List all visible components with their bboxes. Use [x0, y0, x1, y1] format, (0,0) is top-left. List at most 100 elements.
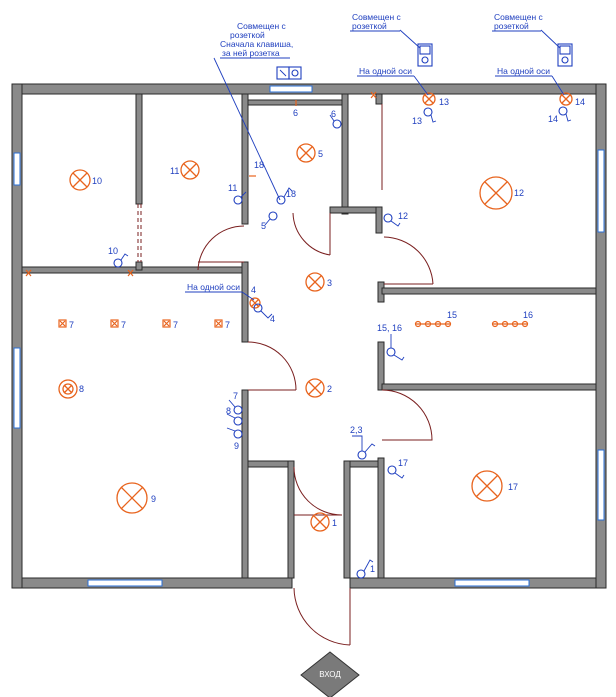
- lamp-13: 13: [422, 92, 449, 107]
- switch-13: 13: [412, 107, 437, 126]
- switch-17: 17: [387, 458, 408, 479]
- lamps: 10 11 5 12 3 2 8 9 17 1 4 13 14 6 18 7 7…: [25, 91, 585, 532]
- note-one-axis-left: На одной оси: [185, 282, 255, 301]
- svg-text:13: 13: [439, 97, 449, 107]
- svg-text:11: 11: [228, 183, 237, 193]
- doors: [137, 104, 434, 646]
- svg-text:2: 2: [327, 384, 332, 394]
- svg-text:Совмещен с: Совмещен с: [494, 12, 544, 22]
- svg-text:за ней розетка: за ней розетка: [222, 48, 280, 58]
- switch-5: 5: [261, 211, 278, 231]
- svg-text:Совмещен с: Совмещен с: [237, 21, 287, 31]
- svg-text:17: 17: [508, 482, 518, 492]
- svg-text:3: 3: [327, 278, 332, 288]
- svg-text:8: 8: [79, 384, 84, 394]
- svg-text:9: 9: [234, 441, 239, 451]
- svg-text:7: 7: [225, 320, 230, 330]
- switch-4: 4: [253, 303, 275, 324]
- svg-text:6: 6: [293, 108, 298, 118]
- switches: 11 18 5 6 10 12 13 14 4 15, 16 7 8 9 2,3…: [108, 106, 572, 579]
- svg-text:розеткой: розеткой: [352, 21, 387, 31]
- lamp-12: 12: [479, 176, 524, 210]
- lamp-3: 3: [305, 272, 332, 292]
- note-combined-left: Совмещен с розеткой Сначала клавиша, за …: [220, 21, 293, 59]
- svg-text:розеткой: розеткой: [230, 30, 265, 40]
- wall-marks: [25, 91, 377, 277]
- windows: [13, 85, 605, 587]
- lamp-9: 9: [116, 482, 156, 514]
- svg-text:7: 7: [121, 320, 126, 330]
- svg-text:12: 12: [514, 188, 524, 198]
- switch-7: 7: [228, 391, 243, 415]
- outer-walls: [11, 83, 607, 589]
- combined-socket-left: [213, 57, 302, 201]
- svg-text:13: 13: [412, 116, 422, 126]
- svg-text:Сначала клавиша,: Сначала клавиша,: [220, 39, 293, 49]
- svg-text:На одной оси: На одной оси: [359, 66, 412, 76]
- note-one-axis-right: На одной оси: [495, 66, 565, 96]
- svg-text:розеткой: розеткой: [494, 21, 529, 31]
- svg-text:15, 16: 15, 16: [377, 323, 402, 333]
- svg-text:7: 7: [173, 320, 178, 330]
- interior-walls: [21, 93, 597, 579]
- svg-text:16: 16: [523, 310, 533, 320]
- svg-text:12: 12: [398, 211, 408, 221]
- lamp-6: 6: [293, 100, 298, 118]
- svg-text:18: 18: [286, 189, 296, 199]
- svg-text:7: 7: [69, 320, 74, 330]
- svg-text:6: 6: [331, 109, 336, 119]
- svg-text:8: 8: [226, 406, 231, 416]
- switch-9: 9: [226, 427, 243, 451]
- switch-12: 12: [383, 211, 408, 227]
- lamp-18: 18: [249, 160, 264, 177]
- svg-text:На одной оси: На одной оси: [187, 282, 240, 292]
- lamp-7-group: 7 7 7 7: [58, 319, 230, 330]
- lamp-14: 14: [559, 92, 585, 107]
- switch-8: 8: [226, 406, 243, 426]
- svg-text:15: 15: [447, 310, 457, 320]
- svg-text:1: 1: [332, 518, 337, 528]
- svg-text:14: 14: [575, 97, 585, 107]
- svg-text:5: 5: [261, 221, 266, 231]
- lamp-10: 10: [69, 169, 102, 191]
- lamp-11: 11: [170, 160, 200, 180]
- svg-text:17: 17: [398, 458, 408, 468]
- lamp-4: 4: [249, 285, 261, 309]
- combined-socket-right: [540, 29, 573, 67]
- switch-6: 6: [329, 109, 342, 129]
- svg-text:1: 1: [370, 564, 375, 574]
- switch-1: 1: [356, 559, 375, 579]
- svg-text:5: 5: [318, 149, 323, 159]
- svg-text:14: 14: [548, 114, 558, 124]
- svg-text:Совмещен с: Совмещен с: [352, 12, 402, 22]
- svg-text:На одной оси: На одной оси: [497, 66, 550, 76]
- lamp-2: 2: [305, 378, 332, 398]
- svg-text:4: 4: [270, 314, 275, 324]
- switch-15-16: 15, 16: [377, 323, 405, 361]
- switch-10: 10: [108, 246, 129, 268]
- switch-11: 11: [228, 183, 247, 205]
- switch-18: 18: [276, 187, 296, 205]
- note-combined-right: Совмещен с розеткой: [492, 12, 544, 32]
- note-combined-mid: Совмещен с розеткой: [350, 12, 402, 32]
- lamp-17: 17: [471, 470, 518, 502]
- svg-text:7: 7: [233, 391, 238, 401]
- lamp-16-strip: 16: [491, 310, 533, 328]
- lamp-5: 5: [296, 143, 323, 163]
- svg-text:2,3: 2,3: [350, 425, 363, 435]
- switch-2-3: 2,3: [350, 425, 376, 460]
- note-one-axis-mid: На одной оси: [357, 66, 429, 96]
- lamp-15-strip: 15: [414, 310, 457, 328]
- svg-text:10: 10: [92, 176, 102, 186]
- switch-14: 14: [548, 106, 572, 124]
- svg-text:9: 9: [151, 494, 156, 504]
- lamp-8: 8: [58, 379, 84, 399]
- svg-text:11: 11: [170, 166, 179, 176]
- entrance-marker: ВХОД: [300, 651, 360, 697]
- svg-text:18: 18: [254, 160, 264, 170]
- svg-text:ВХОД: ВХОД: [319, 670, 341, 679]
- combined-socket-mid: [399, 29, 433, 67]
- lamp-1: 1: [310, 512, 337, 532]
- notes: Совмещен с розеткой Сначала клавиша, за …: [185, 12, 565, 301]
